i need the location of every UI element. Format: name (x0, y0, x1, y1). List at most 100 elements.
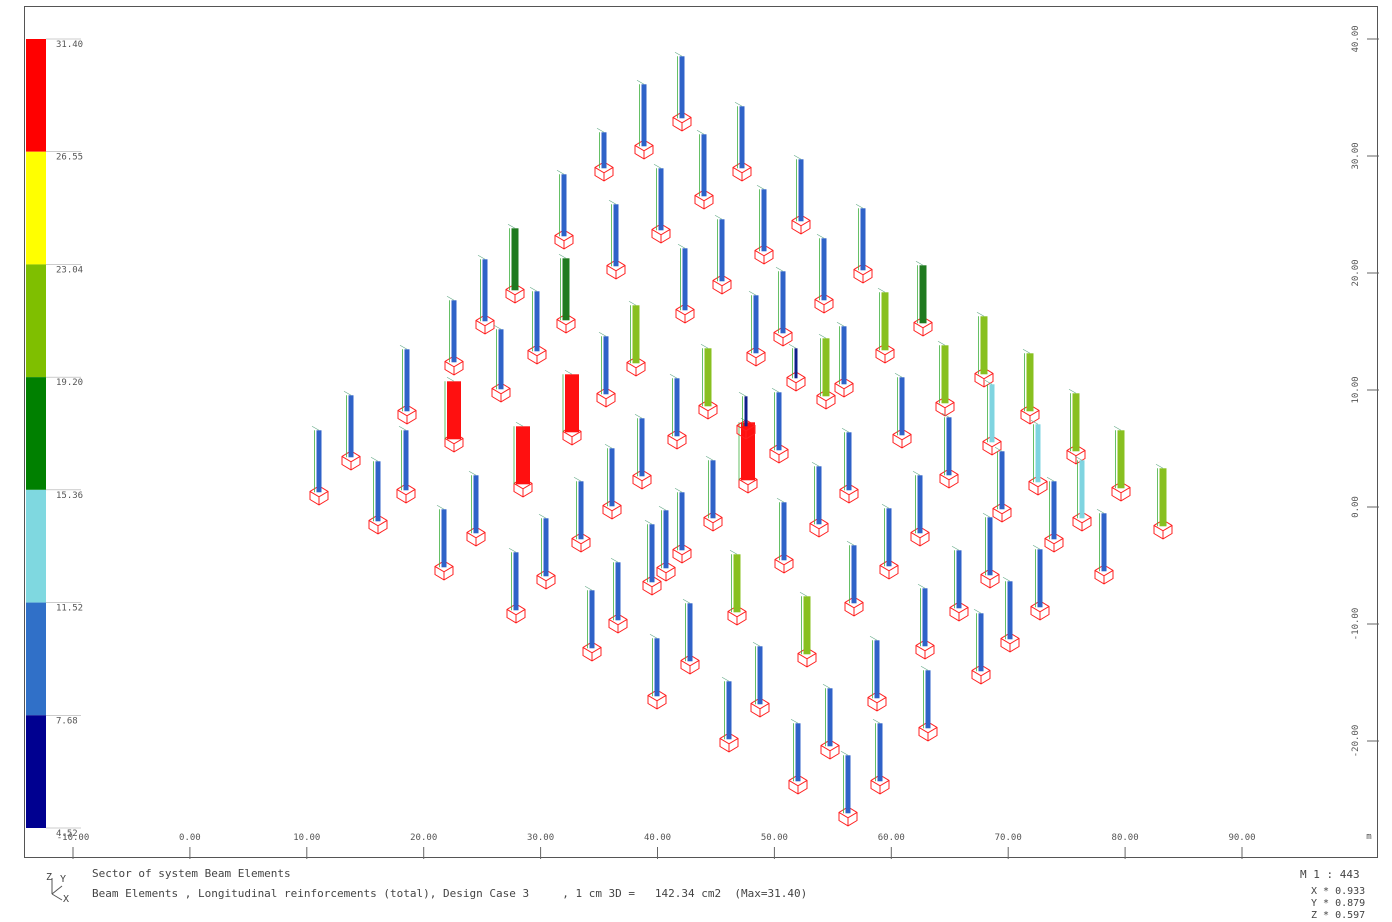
pile-element[interactable] (791, 155, 811, 235)
pile-element[interactable] (788, 719, 808, 795)
pile-element[interactable] (703, 456, 723, 532)
pile-element[interactable] (797, 592, 817, 668)
pile-element[interactable] (556, 254, 576, 334)
pile-element[interactable] (809, 462, 829, 538)
pile-element[interactable] (475, 255, 495, 335)
pile-element[interactable] (1066, 389, 1086, 465)
pile-element[interactable] (754, 185, 774, 265)
pile-element[interactable] (632, 414, 652, 490)
pile-element[interactable] (656, 506, 676, 582)
pile-element[interactable] (971, 609, 991, 685)
pile-element[interactable] (680, 599, 700, 675)
pile-element[interactable] (647, 634, 667, 710)
pile-element[interactable] (606, 200, 626, 280)
pile-element[interactable] (918, 666, 938, 742)
pile-element[interactable] (1111, 426, 1131, 502)
pile-element[interactable] (651, 164, 671, 244)
pile-element[interactable] (839, 428, 859, 504)
pile-element[interactable] (608, 558, 628, 634)
pile-element[interactable] (774, 498, 794, 574)
pile-element[interactable] (870, 719, 890, 795)
pile-element[interactable] (719, 677, 739, 753)
pile-element[interactable] (980, 513, 1000, 589)
pile-element[interactable] (698, 344, 718, 420)
pile-element[interactable] (910, 471, 930, 547)
pile-element[interactable] (844, 541, 864, 617)
pile-element[interactable] (397, 345, 417, 425)
pile-element[interactable] (634, 80, 654, 160)
pile-element[interactable] (667, 374, 687, 450)
pile-element[interactable] (1094, 509, 1114, 585)
pile-element[interactable] (867, 636, 887, 712)
pile-element[interactable] (626, 301, 646, 377)
pile-element[interactable] (974, 312, 994, 388)
pile-element[interactable] (602, 444, 622, 520)
pile-element[interactable] (368, 457, 388, 535)
pile-element[interactable] (582, 586, 602, 662)
pile-top-tick (793, 155, 802, 160)
pile-element[interactable] (1072, 456, 1092, 532)
pile-element[interactable] (875, 288, 895, 364)
pile-element[interactable] (816, 334, 836, 410)
pile-element[interactable] (736, 392, 756, 440)
pile-element[interactable] (892, 373, 912, 449)
pile-element[interactable] (838, 751, 858, 827)
pile-element[interactable] (506, 548, 526, 624)
pile-element[interactable] (571, 477, 591, 553)
pile-element[interactable] (694, 130, 714, 210)
pile-element[interactable] (913, 261, 933, 337)
pile-reinforcement-bar (776, 392, 782, 451)
pile-element[interactable] (727, 550, 747, 626)
pile-element[interactable] (949, 546, 969, 622)
pile-element[interactable] (672, 488, 692, 564)
pile-element[interactable] (491, 325, 511, 403)
pile-reinforcement-bar (674, 378, 680, 437)
pile-element[interactable] (396, 426, 416, 504)
pile-element[interactable] (712, 215, 732, 295)
pile-element[interactable] (1044, 477, 1064, 553)
pile-element[interactable] (596, 332, 616, 408)
pile-element[interactable] (672, 52, 692, 132)
pile-element[interactable] (879, 504, 899, 580)
pile-element[interactable] (853, 204, 873, 284)
pile-element[interactable] (444, 377, 464, 453)
pile-element[interactable] (982, 380, 1002, 456)
pile-reinforcement-bar (744, 396, 748, 427)
pile-element[interactable] (1153, 464, 1173, 540)
pile-element[interactable] (915, 584, 935, 660)
pile-element[interactable] (642, 520, 662, 596)
pile-element[interactable] (466, 471, 486, 547)
pile-element[interactable] (309, 426, 329, 506)
pile-element[interactable] (769, 388, 789, 464)
pile-element[interactable] (750, 642, 770, 718)
pile-element[interactable] (814, 234, 834, 314)
pile-element[interactable] (341, 391, 361, 471)
pile-element[interactable] (1000, 577, 1020, 653)
pile-element[interactable] (732, 102, 752, 182)
pile-element[interactable] (834, 322, 854, 398)
pile-element[interactable] (992, 447, 1012, 523)
pile-element[interactable] (1020, 349, 1040, 425)
pile-top-tick (816, 234, 825, 239)
pile-element[interactable] (1030, 545, 1050, 621)
pile-element[interactable] (513, 422, 533, 498)
pile-element[interactable] (786, 344, 806, 392)
pile-reinforcement-bar (649, 524, 655, 583)
pile-element[interactable] (505, 224, 525, 304)
pile-element[interactable] (773, 267, 793, 347)
axis-x-label: X (63, 894, 70, 905)
pile-element[interactable] (675, 244, 695, 324)
pile-element[interactable] (562, 370, 582, 446)
pile-element[interactable] (554, 170, 574, 250)
pile-element[interactable] (939, 413, 959, 489)
pile-element[interactable] (594, 128, 614, 182)
pile-element[interactable] (444, 296, 464, 376)
pile-element[interactable] (434, 505, 454, 581)
pile-element[interactable] (746, 291, 766, 367)
pile-element[interactable] (1028, 420, 1048, 496)
pile-element[interactable] (820, 684, 840, 760)
pile-element[interactable] (527, 287, 547, 365)
pile-element[interactable] (536, 514, 556, 590)
pile-element[interactable] (935, 341, 955, 417)
